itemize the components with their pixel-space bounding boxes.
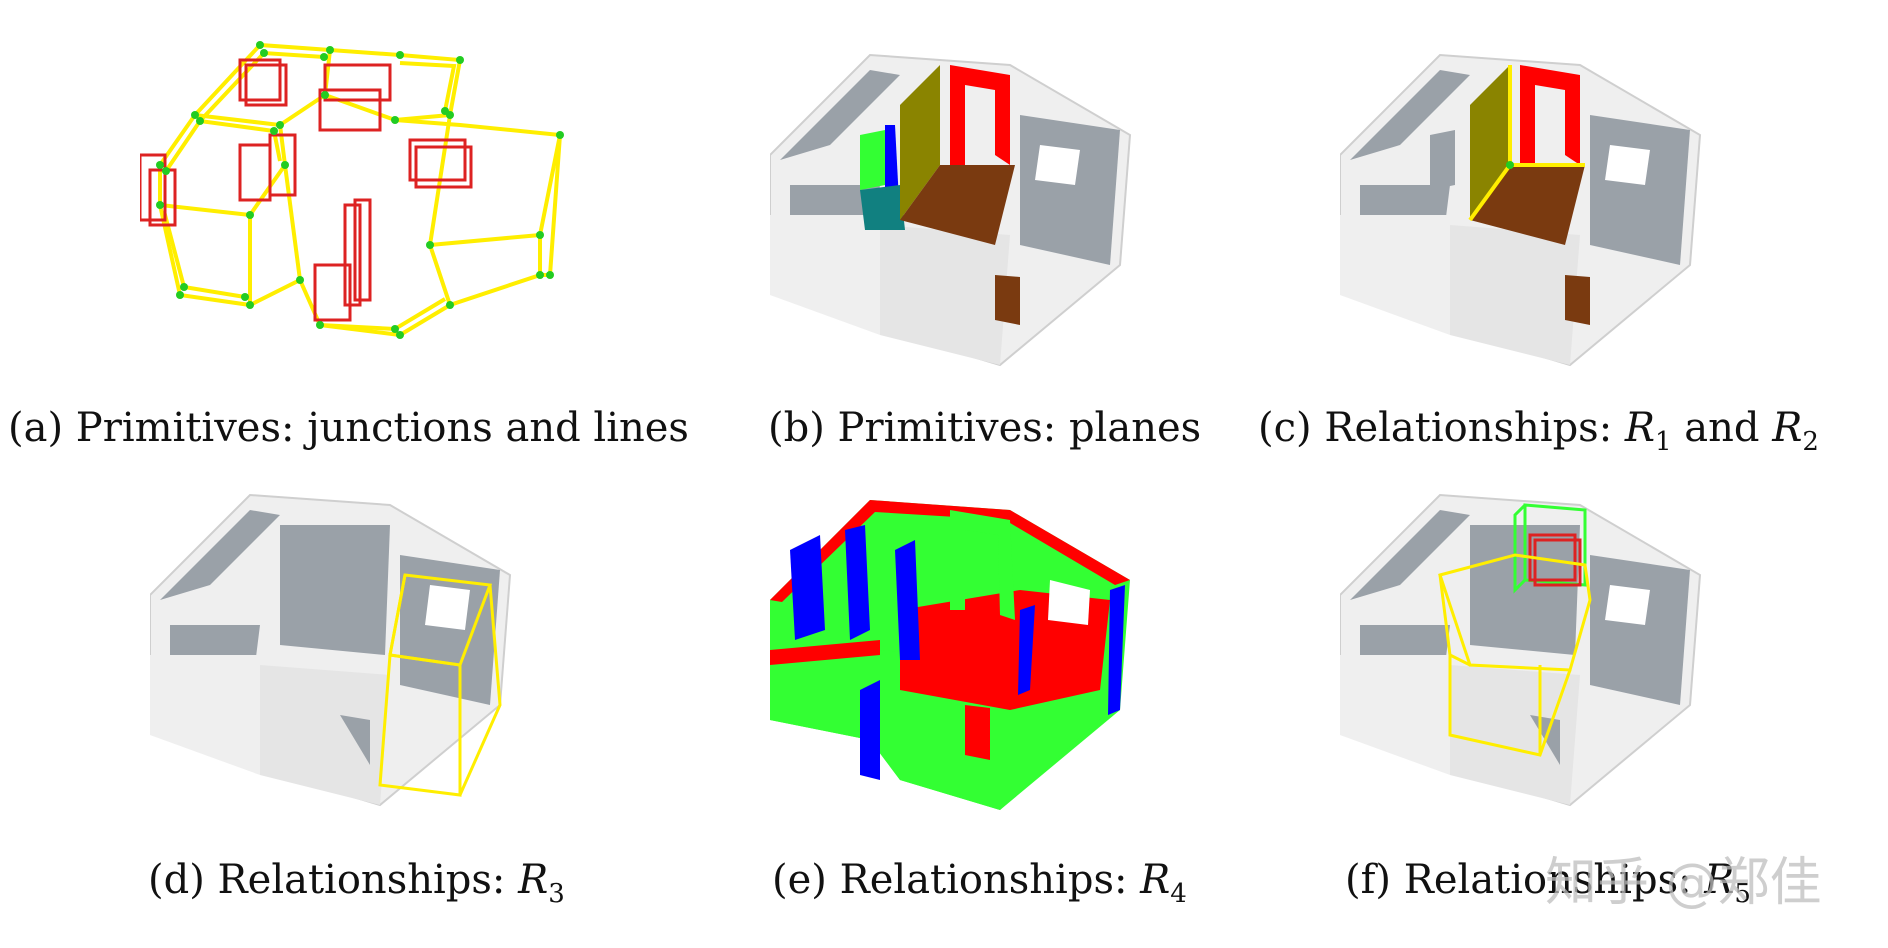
cuboid-lines	[378, 573, 502, 797]
caption-e-label: (e)	[772, 857, 827, 903]
panel-d-r3	[150, 485, 590, 815]
panel-e-r4	[770, 490, 1210, 820]
caption-a-label: (a)	[8, 405, 64, 451]
plane-red	[1520, 65, 1580, 165]
relationships-r1-r2-diagram	[1340, 53, 1702, 367]
caption-c-r1-sub: 1	[1655, 427, 1672, 457]
caption-d-r: R	[518, 857, 549, 903]
caption-e-text: Relationships:	[839, 857, 1128, 903]
caption-c: (c) Relationships: R1 and R2	[1258, 405, 1819, 457]
caption-e: (e) Relationships: R4	[772, 857, 1187, 909]
panel-a-junctions-lines	[140, 35, 600, 375]
caption-c-text: Relationships:	[1324, 405, 1613, 451]
planes-diagram	[770, 53, 1132, 367]
relationships-r4-diagram	[770, 500, 1130, 810]
caption-b: (b) Primitives: planes	[768, 405, 1201, 451]
plane-red	[950, 65, 1010, 165]
opening-boxes	[140, 58, 473, 322]
panel-c-r1-r2	[1340, 45, 1780, 375]
caption-f-r-sub: 5	[1734, 879, 1751, 909]
panel-f-r5	[1340, 485, 1780, 815]
caption-f-r: R	[1704, 857, 1735, 903]
wireframe-diagram	[140, 41, 564, 339]
caption-f-text: Relationships:	[1403, 857, 1692, 903]
caption-c-label: (c)	[1258, 405, 1312, 451]
relationships-r5-diagram	[1340, 493, 1702, 807]
caption-b-label: (b)	[768, 405, 825, 451]
wall-front	[770, 215, 880, 335]
plane-green	[860, 130, 885, 190]
plane-brown	[1470, 165, 1585, 245]
window-opening	[1035, 145, 1080, 185]
panel-b-planes	[770, 45, 1210, 375]
caption-d-text: Relationships:	[217, 857, 506, 903]
plane-olive	[1470, 65, 1510, 220]
caption-c-r1: R	[1624, 405, 1656, 451]
yellow-cuboid	[1438, 553, 1592, 757]
caption-c-r2: R	[1772, 405, 1803, 451]
caption-d-label: (d)	[148, 857, 205, 903]
caption-a: (a) Primitives: junctions and lines	[8, 405, 689, 451]
caption-e-r-sub: 4	[1170, 879, 1187, 909]
caption-b-text: Primitives: planes	[837, 405, 1202, 451]
caption-f: (f) Relationships: R5	[1345, 857, 1751, 909]
caption-e-r: R	[1140, 857, 1171, 903]
wall-front	[880, 225, 1010, 365]
plane-brown	[900, 165, 1015, 245]
caption-f-label: (f)	[1345, 857, 1392, 903]
plane-teal	[860, 185, 905, 230]
caption-c-r2-sub: 2	[1802, 427, 1819, 457]
door-plane	[995, 275, 1020, 325]
door-opening	[340, 715, 370, 765]
caption-c-and: and	[1684, 405, 1760, 451]
watermark: 知乎 @郑佳	[1545, 853, 1822, 913]
door-plane	[965, 705, 990, 760]
junction-points	[156, 41, 564, 339]
caption-a-text: Primitives: junctions and lines	[75, 405, 689, 451]
caption-d: (d) Relationships: R3	[148, 857, 565, 909]
caption-d-r-sub: 3	[548, 879, 565, 909]
room-floor	[1020, 115, 1120, 265]
plane-olive	[900, 65, 940, 220]
room-floor	[780, 70, 900, 160]
relationships-r3-diagram	[150, 493, 512, 807]
shared-junction	[1506, 161, 1514, 169]
